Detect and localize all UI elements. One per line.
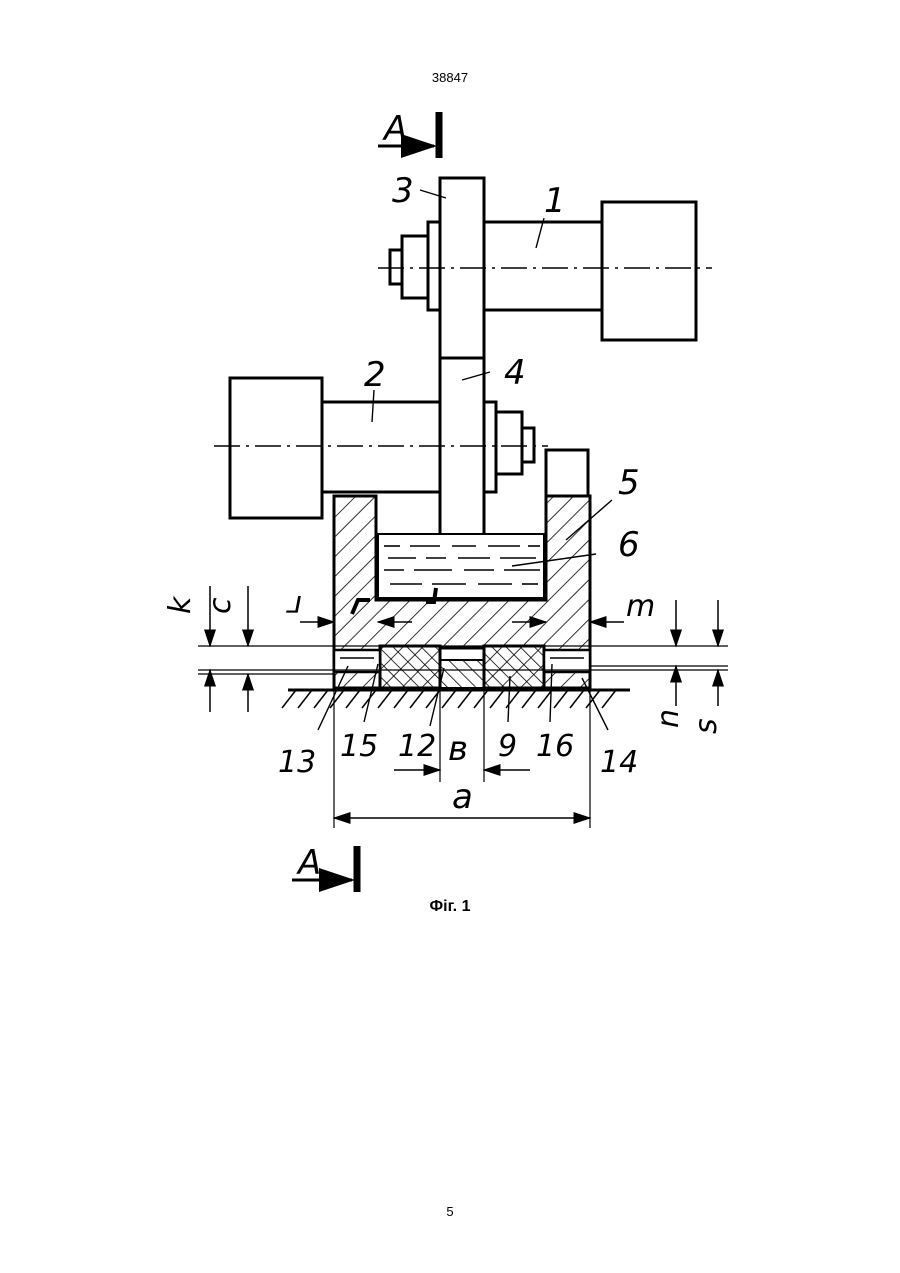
section-label-top: A (382, 109, 407, 149)
label-2: 2 (364, 355, 386, 395)
section-label-bottom: A (296, 843, 321, 883)
section-mark-bottom: A (292, 843, 357, 892)
label-3: 3 (392, 171, 414, 211)
svg-text:s: s (689, 718, 724, 734)
label-15: 15 (340, 729, 378, 764)
svg-text:m: m (626, 589, 655, 624)
lower-shaft (214, 378, 548, 518)
svg-text:n: n (651, 709, 686, 728)
figure-caption: Фіг. 1 (0, 898, 900, 916)
dimension-s: s (689, 600, 724, 734)
svg-text:k: k (163, 595, 198, 614)
label-14: 14 (600, 745, 638, 780)
svg-text:в: в (448, 729, 468, 769)
plate-4 (440, 358, 484, 536)
page-number-bottom: 5 (0, 1204, 900, 1219)
svg-text:c: c (203, 597, 238, 614)
label-6: 6 (618, 525, 640, 565)
label-12: 12 (398, 729, 436, 764)
label-1: 1 (544, 181, 566, 221)
label-4: 4 (504, 353, 526, 393)
label-13: 13 (278, 745, 316, 780)
label-9: 9 (498, 729, 517, 764)
svg-text:a: a (452, 777, 473, 817)
svg-text:г: г (286, 588, 302, 623)
dimension-n: n (651, 600, 686, 728)
section-mark-top: A (378, 109, 439, 158)
label-16: 16 (536, 729, 574, 764)
dimension-a: a (334, 777, 590, 818)
label-5: 5 (618, 463, 640, 503)
